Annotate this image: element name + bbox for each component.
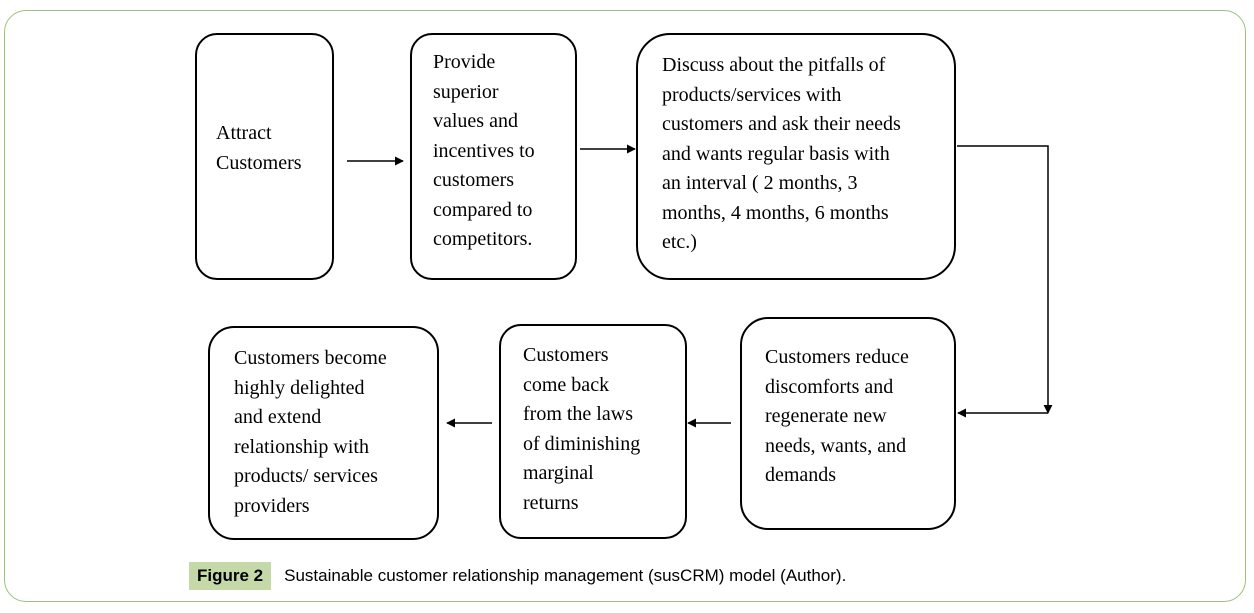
box-discuss-pitfalls: Discuss about the pitfalls of products/s… [636,33,956,280]
figure-label: Figure 2 [189,562,272,590]
box-customers-reduce-discomforts: Customers reduce discomforts and regener… [740,317,956,530]
figure-caption-text: Sustainable customer relationship manage… [284,566,847,585]
figure-frame [4,10,1246,602]
box-provide-superior-values: Provide superior values and incentives t… [410,33,577,280]
box-customers-come-back: Customers come back from the laws of dim… [499,324,687,539]
box-attract-customers: Attract Customers [195,33,334,280]
box-customers-delighted: Customers become highly delighted and ex… [208,326,439,540]
figure-caption: Figure 2 Sustainable customer relationsh… [189,562,846,590]
